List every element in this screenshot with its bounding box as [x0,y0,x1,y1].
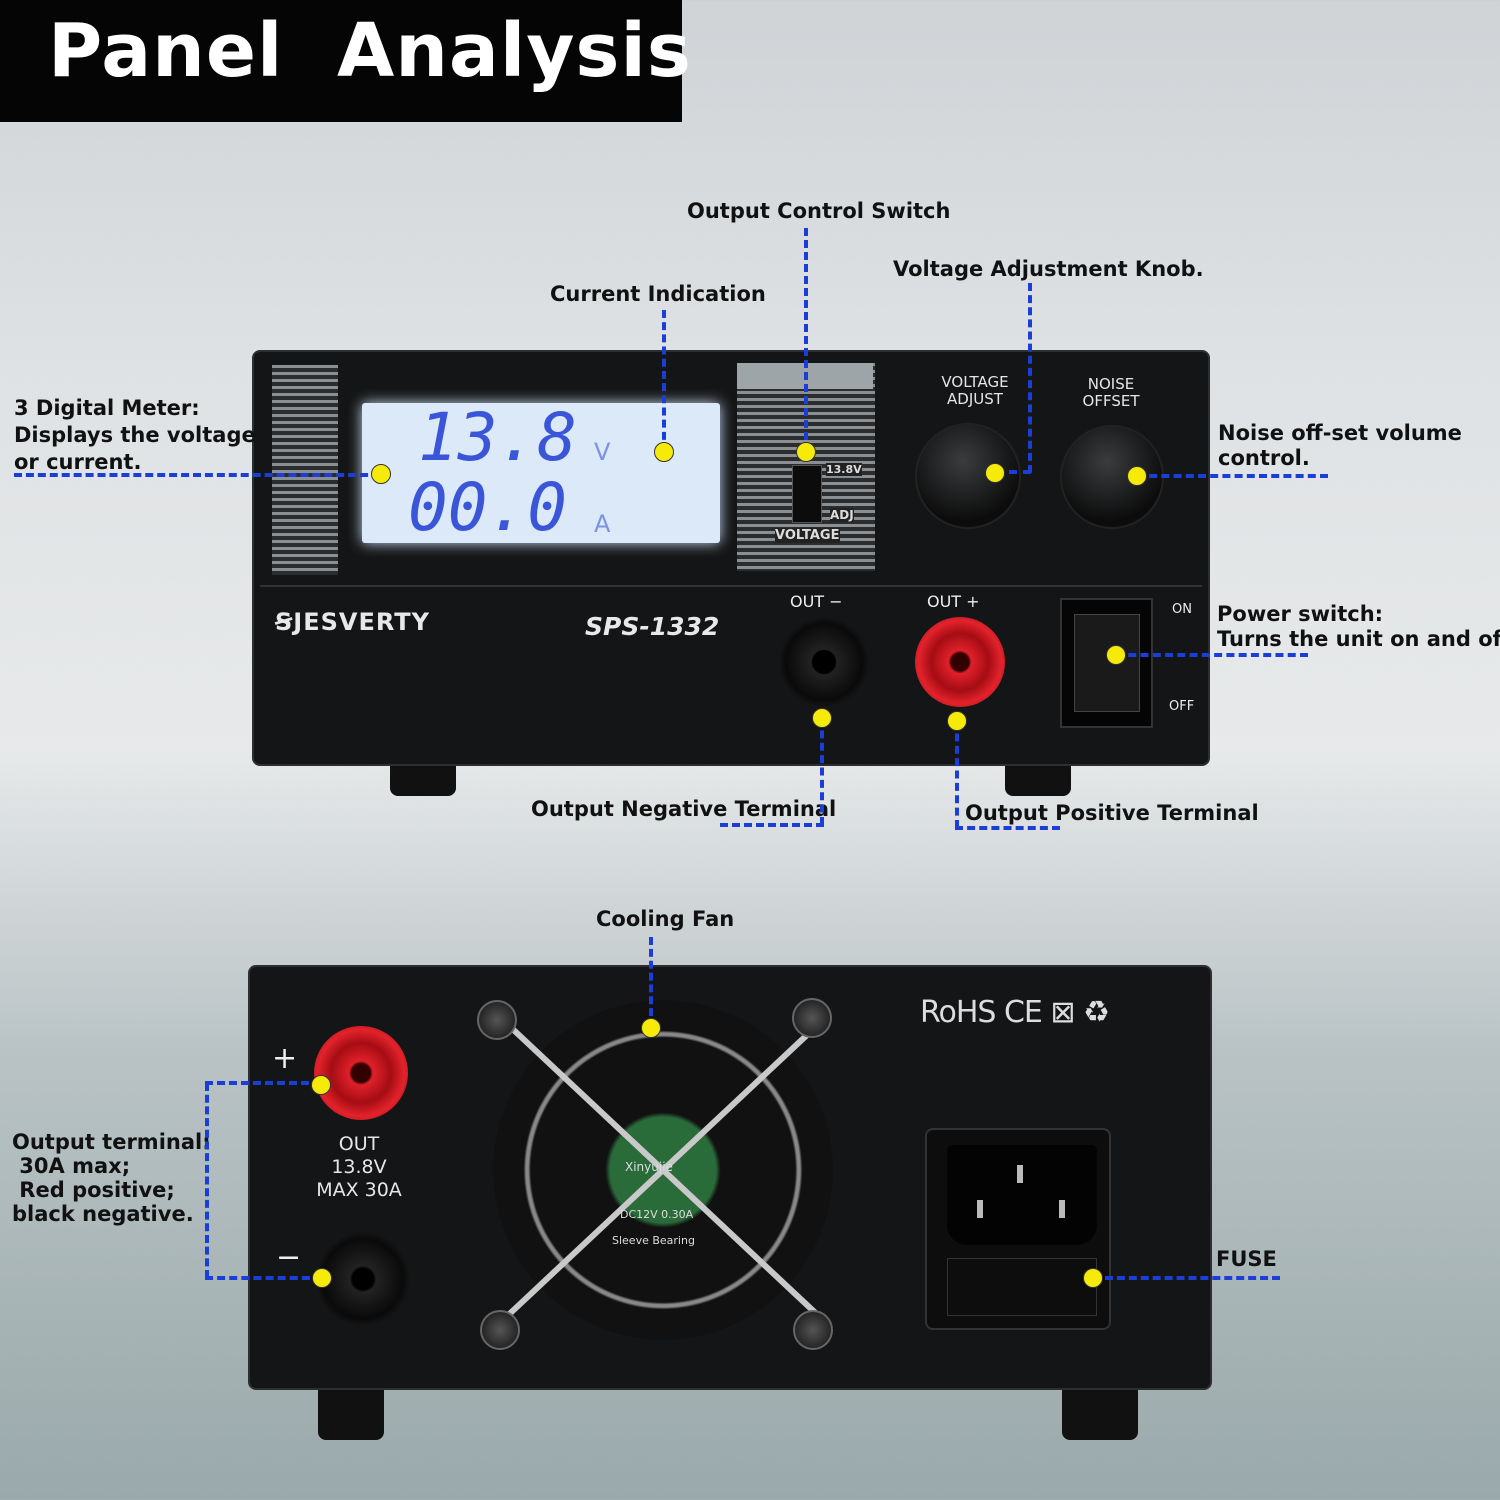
marker-dot [311,1075,331,1095]
label-digital-meter: 3 Digital Meter: Displays the voltage or… [14,396,256,474]
marker-dot [796,442,816,462]
marker-dot [985,463,1005,483]
noise-offset-label: NOISE OFFSET [1082,375,1140,410]
fan-maker: Xinyujie [625,1160,673,1174]
marker-dot [371,464,391,484]
label-cooling-fan: Cooling Fan [596,907,735,931]
out-negative-label: OUT − [790,592,843,611]
leader-line [955,721,959,828]
label-output-terminal: Output terminal: 30A max; Red positive; … [12,1130,211,1226]
leader-line [804,228,808,452]
certification-marks: RoHS CE ⊠ ♻ [920,995,1110,1030]
brand-logo: ꞨJESVERTY [275,608,430,636]
voltage-adjust-knob[interactable] [915,423,1021,529]
leader-line [1137,474,1328,478]
label-fuse: FUSE [1216,1247,1277,1271]
label-power-switch: Power switch: Turns the unit on and off. [1217,602,1500,651]
power-switch[interactable] [1060,598,1153,728]
marker-dot [654,442,674,462]
back-positive-terminal[interactable] [314,1026,408,1120]
leader-line [205,1276,322,1280]
meter-grille [272,365,338,575]
brand-icon: Ꞩ [275,608,294,636]
voltage-readout: 13.8 [418,399,577,476]
switch-label-voltage: VOLTAGE [775,528,840,543]
marker-dot [312,1268,332,1288]
leader-line [1116,653,1308,657]
power-on-label: ON [1172,602,1192,617]
plus-sign: + [272,1041,298,1076]
leader-line [955,826,1060,830]
label-output-control-switch: Output Control Switch [687,199,951,223]
leader-line [662,310,666,452]
front-foot [390,762,456,796]
output-positive-terminal[interactable] [915,617,1005,707]
voltage-unit: V [594,438,611,466]
fuse-holder[interactable] [947,1258,1097,1316]
leader-line [14,473,380,477]
output-control-switch[interactable] [792,465,822,523]
leader-line [1093,1276,1280,1280]
label-output-positive: Output Positive Terminal [965,801,1259,825]
screw-icon [792,998,832,1038]
front-foot [1005,762,1071,796]
fan-bearing: Sleeve Bearing [612,1234,695,1247]
screw-icon [480,1310,520,1350]
label-output-negative: Output Negative Terminal [531,797,837,821]
brand-name: JESVERTY [293,608,431,636]
switch-label-13.8v: 13.8V [826,463,862,476]
current-readout: 00.0 [408,469,567,546]
leader-line [205,1083,209,1278]
out-positive-label: OUT + [927,592,980,611]
leader-line [720,823,824,827]
model-name: SPS-1332 [585,612,720,641]
power-inlet[interactable] [925,1128,1111,1330]
screw-icon [793,1310,833,1350]
label-voltage-adjustment-knob: Voltage Adjustment Knob. [893,257,1204,281]
current-unit: A [594,510,611,538]
leader-line [205,1081,321,1085]
leader-line [995,470,1031,474]
marker-dot [947,711,967,731]
marker-dot [812,708,832,728]
lcd-display: 13.8 V 00.0 A [362,403,720,543]
screw-icon [477,1000,517,1040]
page-title: Panel Analysis [48,8,692,94]
power-off-label: OFF [1169,699,1195,714]
fan-guard-icon [500,1017,826,1323]
marker-dot [641,1018,661,1038]
label-current-indication: Current Indication [550,282,766,306]
marker-dot [1127,466,1147,486]
back-foot [318,1385,384,1440]
minus-sign: − [276,1240,302,1275]
iec-socket [947,1145,1097,1245]
voltage-adjust-label: VOLTAGE ADJUST [941,373,1009,408]
panel-divider [260,585,1202,587]
switch-label-adj: ADJ [830,508,854,522]
marker-dot [1083,1268,1103,1288]
leader-line [649,937,653,1028]
title-banner [0,0,682,122]
output-negative-terminal[interactable] [779,617,869,707]
marker-dot [1106,645,1126,665]
back-foot [1062,1385,1138,1440]
leader-line [820,718,824,825]
back-output-rating: OUT 13.8V MAX 30A [316,1133,402,1201]
fan-rating: DC12V 0.30A [620,1208,694,1221]
leader-line [1028,283,1032,473]
label-noise-offset: Noise off-set volume control. [1218,421,1462,470]
